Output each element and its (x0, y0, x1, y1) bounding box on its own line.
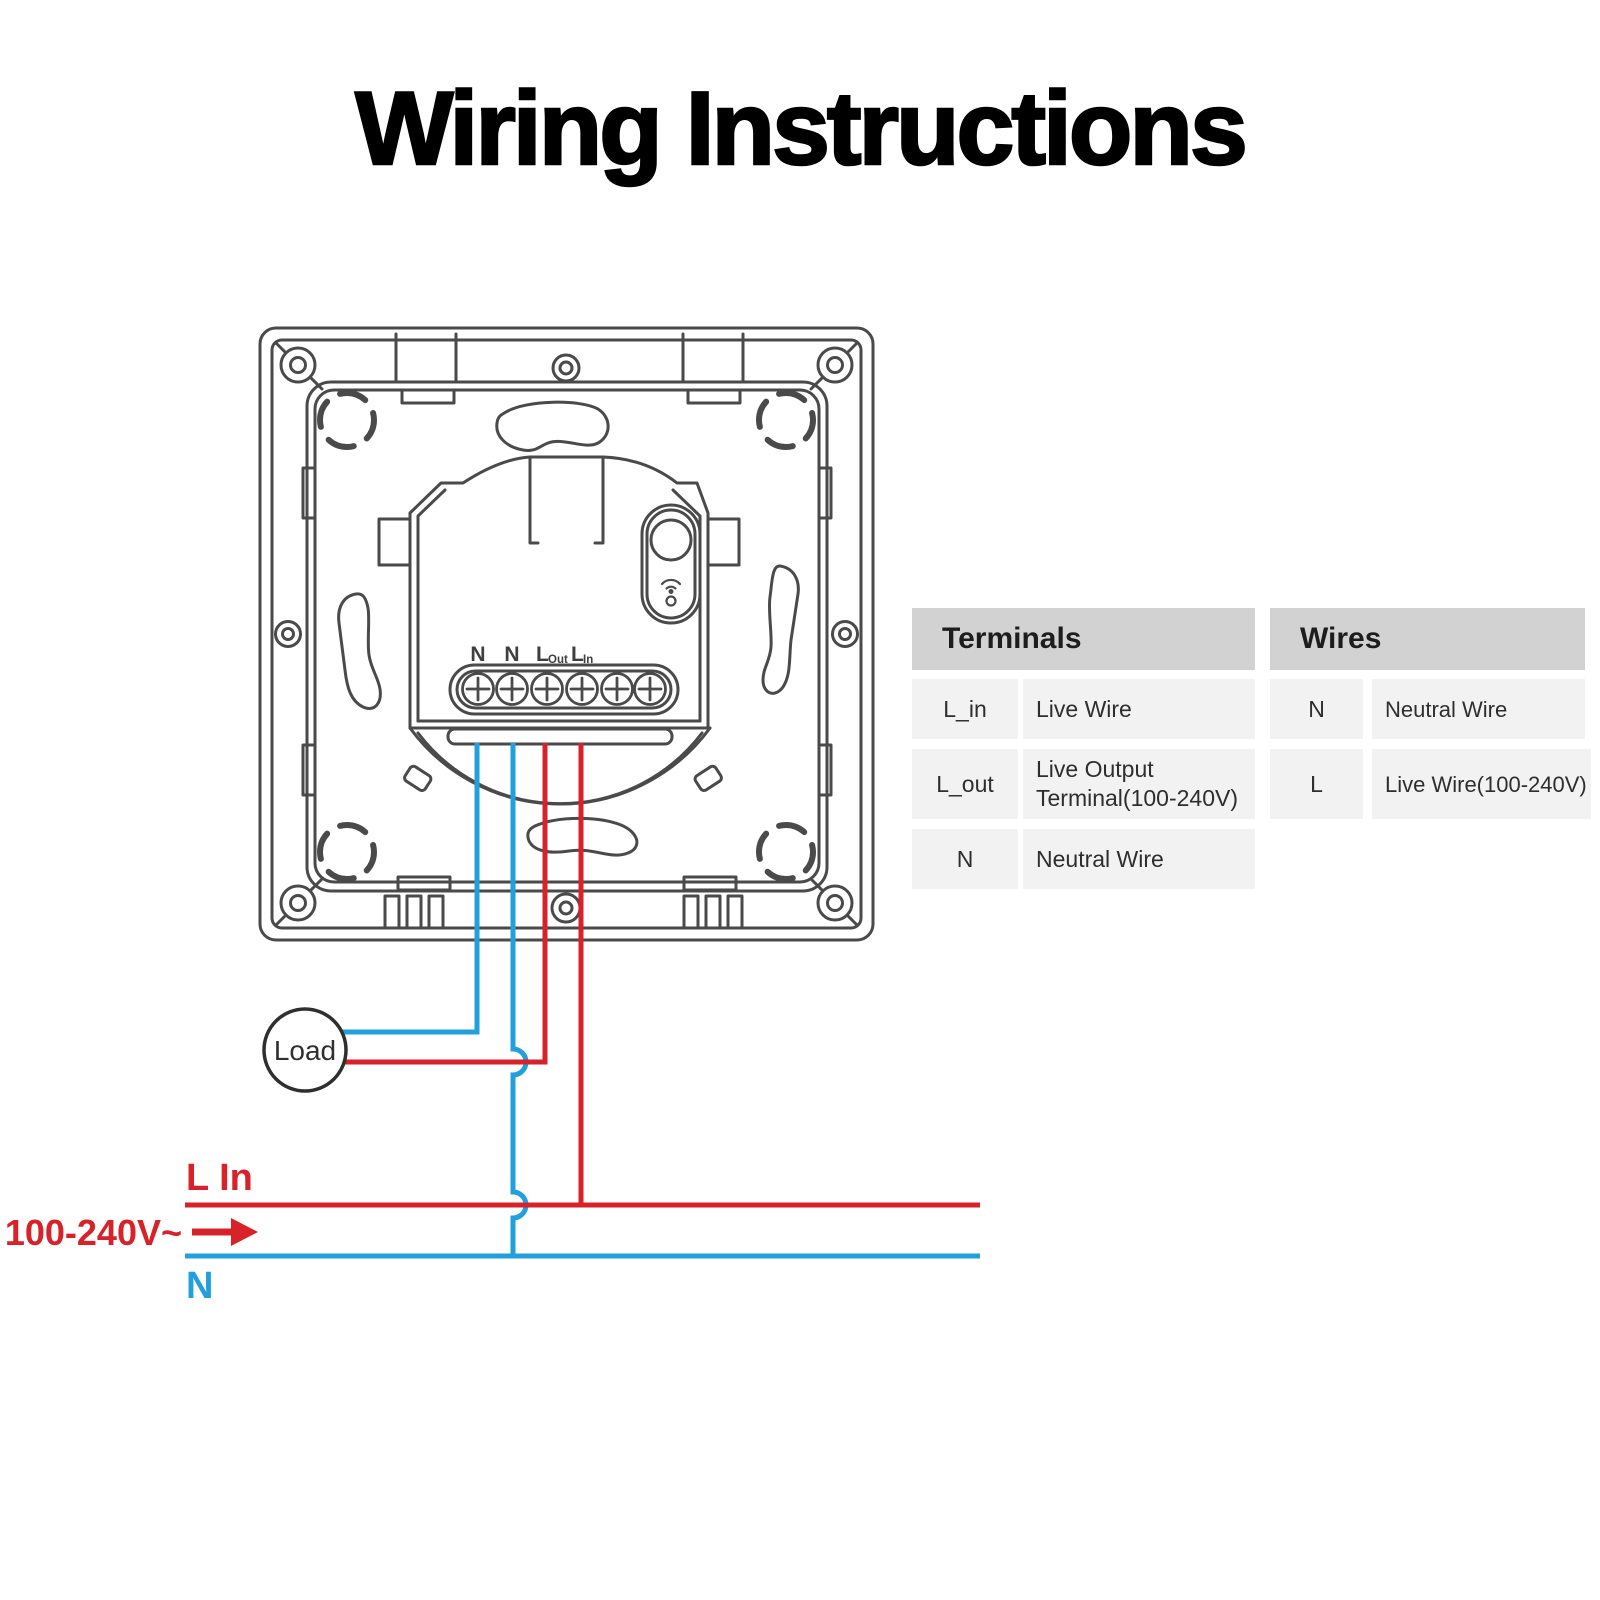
terminal-screws (461, 672, 667, 706)
terminal-labels: N N L Out L In (470, 643, 593, 666)
neutral-wire-to-bus (510, 743, 529, 1256)
led-indicator (665, 595, 677, 607)
mounting-panel-inner (313, 388, 821, 884)
supply-voltage-label: 100-240V~ (5, 1212, 182, 1253)
terminals-table-header: Terminals (912, 608, 1255, 670)
terminal-name: L_in (912, 679, 1018, 739)
terminal-label-lin-sub: In (583, 654, 593, 666)
edge-screws (274, 353, 859, 924)
terminal-desc: Live Wire (1023, 679, 1255, 739)
pairing-button (640, 503, 702, 625)
table-row: N Neutral Wire (912, 829, 1255, 889)
terminal-name: L_out (912, 749, 1018, 819)
terminal-label-n2: N (504, 643, 519, 666)
wire-name: N (1270, 679, 1363, 739)
wire-desc: Live Wire(100-240V) (1372, 749, 1591, 819)
neutral-label: N (186, 1265, 213, 1307)
plate-outer-frame (258, 326, 875, 942)
page-title: Wiring Instructions (354, 70, 1249, 189)
supply-labels: L In 100-240V~ N (5, 1157, 258, 1307)
supply-arrow-icon (192, 1218, 258, 1246)
terminals-table: Terminals L_in Live Wire L_out Live Outp… (912, 608, 1255, 889)
live-wires (185, 743, 980, 1208)
kidney-slots (337, 400, 800, 857)
load-symbol: Load (262, 1007, 348, 1093)
top-border-slots (394, 332, 745, 405)
table-row: L_in Live Wire (912, 679, 1255, 739)
module-side-tab-right (706, 517, 741, 567)
wires-table: Wires N Neutral Wire L Live Wire(100-240… (1270, 608, 1591, 819)
terminal-label-lin: L (571, 643, 584, 666)
wires-table-header: Wires (1270, 608, 1585, 670)
table-row: N Neutral Wire (1270, 679, 1585, 739)
terminal-label-lout-sub: Out (548, 654, 568, 666)
module-side-tab-left (377, 517, 412, 567)
mounting-ring (403, 726, 723, 806)
module-bottom-bar (446, 727, 674, 746)
module-top-tab (528, 455, 605, 545)
neutral-wires (185, 743, 980, 1259)
panel-notches (301, 466, 833, 797)
terminal-label-lout: L (536, 643, 549, 666)
table-row: L_out Live Output Terminal(100-240V) (912, 749, 1255, 819)
table-row: L Live Wire(100-240V) (1270, 749, 1591, 819)
neutral-wire-to-load (342, 743, 480, 1035)
terminal-desc: Live Output Terminal(100-240V) (1023, 749, 1255, 819)
wiring (185, 743, 980, 1259)
terminal-name: N (912, 829, 1018, 889)
terminal-desc: Neutral Wire (1023, 829, 1255, 889)
plate-inner-frame (270, 338, 863, 930)
bottom-border-slots (383, 875, 744, 930)
load-label: Load (274, 1035, 336, 1066)
wire-name: L (1270, 749, 1363, 819)
wifi-icon (660, 578, 682, 594)
corner-screws (274, 341, 859, 927)
terminal-label-n1: N (470, 643, 485, 666)
switch-backplate-drawing (258, 326, 875, 942)
wire-desc: Neutral Wire (1372, 679, 1585, 739)
relay-module (377, 455, 741, 730)
line-in-label: L In (186, 1157, 253, 1199)
terminal-strip (448, 663, 680, 716)
clover-cutouts (317, 390, 816, 882)
live-out-wire-to-load (344, 743, 548, 1065)
